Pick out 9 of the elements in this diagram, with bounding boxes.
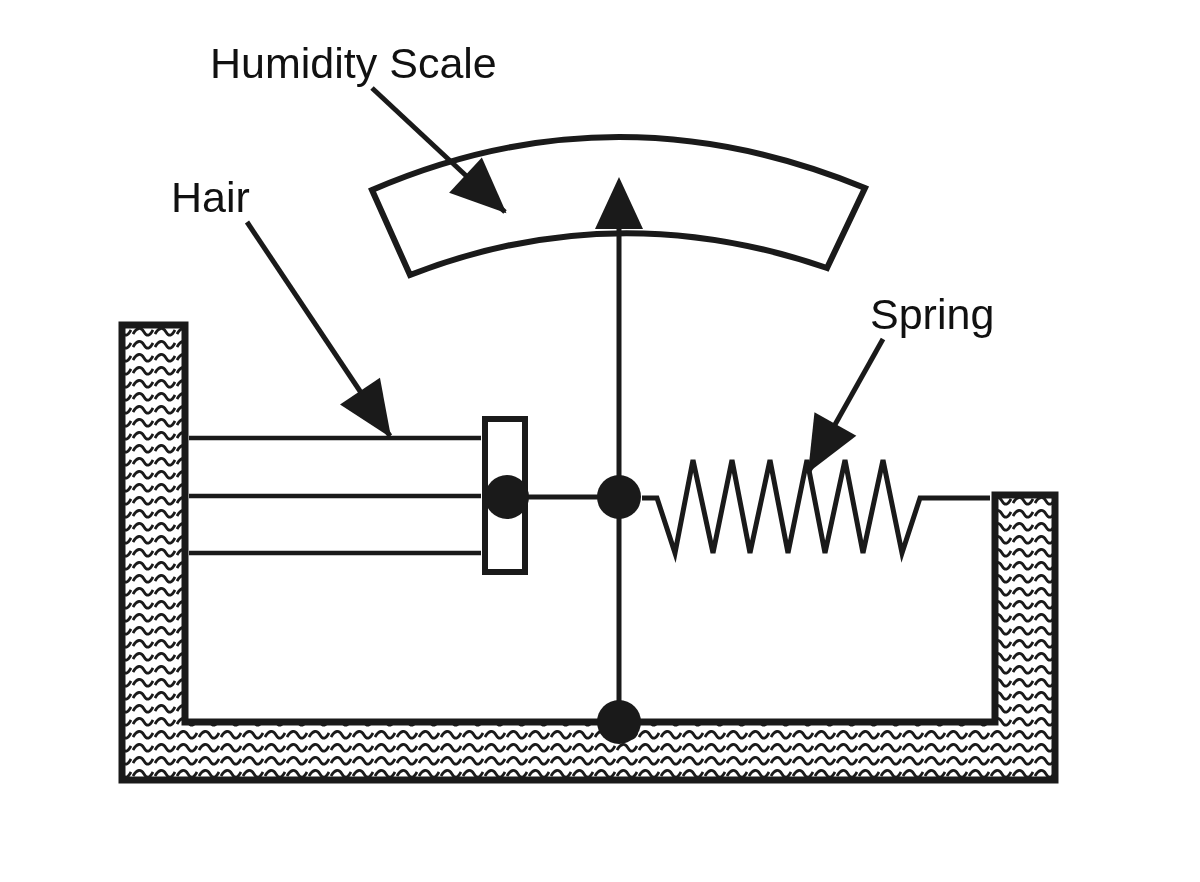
leader-arrow bbox=[370, 86, 507, 214]
part-label: Spring bbox=[870, 290, 995, 340]
coil-spring bbox=[642, 457, 990, 563]
leader-arrow bbox=[244, 220, 393, 438]
hair-strands bbox=[189, 435, 481, 556]
humidity-scale bbox=[369, 134, 868, 278]
part-label: Hair bbox=[171, 173, 250, 223]
part-label: Humidity Scale bbox=[210, 39, 497, 89]
leader-arrow bbox=[806, 337, 886, 473]
